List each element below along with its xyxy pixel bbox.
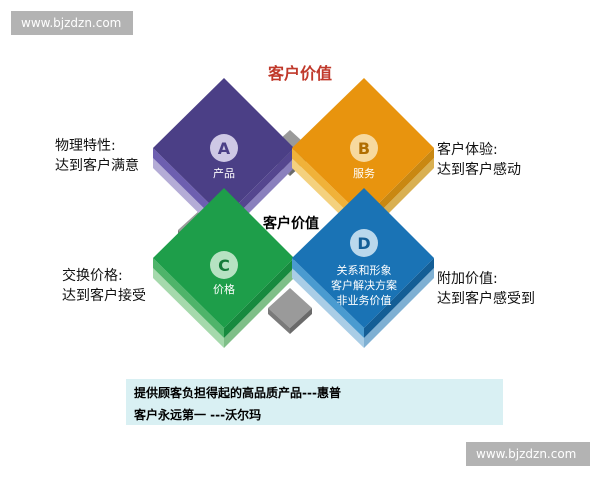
- block-d-letter: D: [357, 234, 370, 253]
- watermark-top: www.bjzdzn.com: [11, 11, 133, 35]
- block-d-label-1: 关系和形象: [337, 263, 392, 277]
- side-label-bottom-left: 交换价格: 达到客户接受: [62, 266, 146, 306]
- side-label-top-left-2: 达到客户满意: [55, 158, 139, 174]
- block-b-label: 服务: [353, 167, 375, 180]
- watermark-bottom: www.bjzdzn.com: [466, 442, 590, 466]
- side-label-top-right-2: 达到客户感动: [437, 162, 521, 178]
- block-c-letter-circle: [210, 251, 238, 279]
- block-c: C 价格: [153, 188, 294, 348]
- customer-value-diagram: A 产品 B 服务 C 价格 D 关系和形象 客户解决方案 非业务价值: [153, 78, 434, 348]
- center-label: 客户价值: [262, 215, 319, 232]
- quote-walmart: 客户永远第一 ---沃尔玛: [134, 408, 262, 422]
- block-d-label-2: 客户解决方案: [331, 278, 397, 292]
- side-label-top-left-1: 物理特性:: [55, 138, 116, 154]
- block-c-label: 价格: [213, 282, 235, 296]
- side-label-top-right-1: 客户体验:: [437, 142, 498, 158]
- block-d: D 关系和形象 客户解决方案 非业务价值: [292, 188, 434, 348]
- side-label-bottom-right: 附加价值: 达到客户感受到: [437, 269, 535, 309]
- block-a-letter: A: [218, 139, 231, 158]
- block-a-letter-circle: [210, 134, 238, 162]
- side-label-bottom-left-2: 达到客户接受: [62, 288, 146, 304]
- block-b-letter-circle: [350, 134, 378, 162]
- side-label-bottom-right-2: 达到客户感受到: [437, 291, 535, 307]
- side-label-top-right: 客户体验: 达到客户感动: [437, 140, 521, 180]
- side-label-top-left: 物理特性: 达到客户满意: [55, 136, 139, 176]
- side-label-bottom-left-1: 交换价格:: [62, 268, 123, 284]
- block-b-letter: B: [358, 139, 370, 158]
- block-a-label: 产品: [213, 166, 235, 180]
- block-c-letter: C: [218, 256, 230, 275]
- quote-box: 提供顾客负担得起的高品质产品---惠普 客户永远第一 ---沃尔玛: [126, 379, 503, 425]
- block-d-label-3: 非业务价值: [337, 294, 392, 307]
- block-d-letter-circle: [350, 229, 378, 257]
- quote-hp: 提供顾客负担得起的高品质产品---惠普: [134, 386, 341, 400]
- diagram-title: 客户价值: [267, 64, 332, 83]
- side-label-bottom-right-1: 附加价值:: [437, 271, 498, 287]
- connector-bottom: [268, 288, 312, 334]
